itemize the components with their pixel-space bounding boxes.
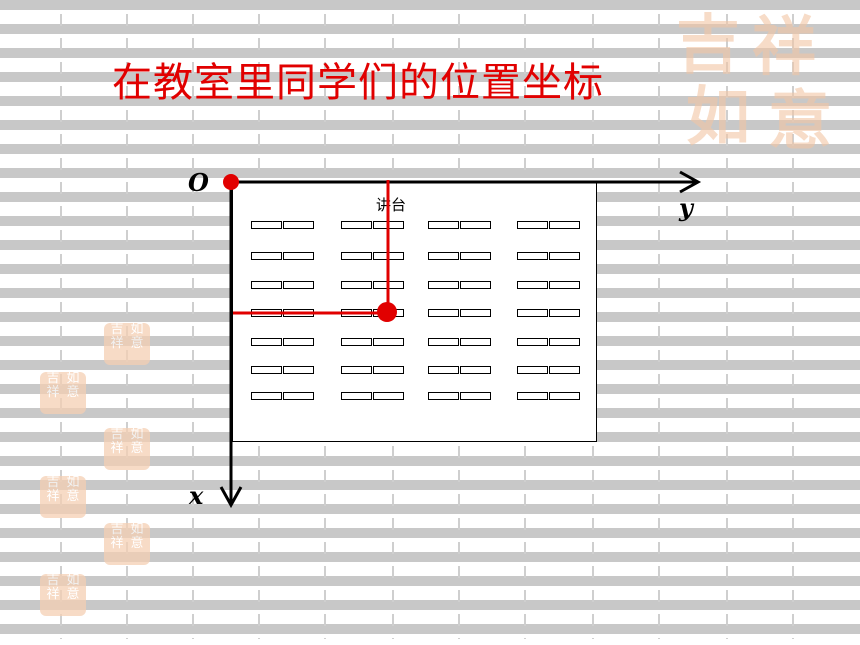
student-desk xyxy=(373,366,404,374)
decorative-seal-small: 吉祥如意 xyxy=(40,372,86,414)
student-desk xyxy=(341,338,372,346)
student-desk xyxy=(517,221,548,229)
decorative-seal-small: 吉祥如意 xyxy=(104,523,150,565)
decorative-seal-large: 吉 祥 如 意 xyxy=(676,8,832,159)
student-desk xyxy=(251,221,282,229)
student-desk xyxy=(549,252,580,260)
student-desk xyxy=(549,309,580,317)
student-position-marker xyxy=(377,302,397,322)
student-desk xyxy=(251,366,282,374)
student-desk xyxy=(460,281,491,289)
student-desk xyxy=(549,221,580,229)
student-desk xyxy=(517,366,548,374)
decorative-seal-small: 吉祥如意 xyxy=(104,428,150,470)
student-desk xyxy=(549,281,580,289)
student-desk xyxy=(373,338,404,346)
student-desk xyxy=(251,281,282,289)
student-desk xyxy=(341,281,372,289)
student-desk xyxy=(251,392,282,400)
student-desk xyxy=(460,392,491,400)
student-desk xyxy=(460,338,491,346)
student-desk xyxy=(283,221,314,229)
student-desk xyxy=(460,252,491,260)
y-axis-label: y xyxy=(679,193,693,222)
origin-point xyxy=(223,174,239,190)
student-desk xyxy=(460,221,491,229)
student-desk xyxy=(283,338,314,346)
student-desk xyxy=(341,366,372,374)
student-desk xyxy=(460,309,491,317)
decorative-seal-small: 吉祥如意 xyxy=(40,574,86,616)
student-desk xyxy=(517,338,548,346)
student-desk xyxy=(549,392,580,400)
student-desk xyxy=(341,392,372,400)
student-desk xyxy=(283,392,314,400)
decorative-seal-small: 吉祥如意 xyxy=(40,476,86,518)
student-desk xyxy=(517,252,548,260)
y-axis-arrowhead xyxy=(679,170,702,194)
student-desk xyxy=(549,338,580,346)
student-desk xyxy=(549,366,580,374)
student-desk xyxy=(460,366,491,374)
student-desk xyxy=(283,281,314,289)
student-desk xyxy=(251,338,282,346)
podium-label: 讲台 xyxy=(376,196,407,214)
student-desk xyxy=(341,221,372,229)
student-desk xyxy=(373,392,404,400)
decorative-seal-small: 吉祥如意 xyxy=(104,323,150,365)
x-axis-arrowhead xyxy=(219,486,243,509)
student-desk xyxy=(517,309,548,317)
student-desk xyxy=(341,252,372,260)
student-desk xyxy=(283,252,314,260)
student-desk xyxy=(251,252,282,260)
student-desk xyxy=(283,366,314,374)
student-desk xyxy=(517,281,548,289)
student-desk xyxy=(517,392,548,400)
